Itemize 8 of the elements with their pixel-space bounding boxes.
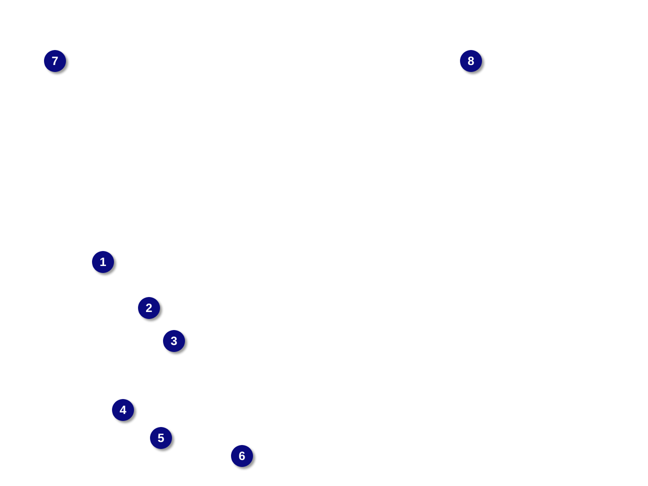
callout-number: 4 <box>112 399 134 421</box>
callout-number: 3 <box>163 330 185 352</box>
callout-number: 1 <box>92 251 114 273</box>
callout-number: 7 <box>44 50 66 72</box>
callout-number: 8 <box>460 50 482 72</box>
callout-number: 6 <box>231 445 253 467</box>
callout-number: 2 <box>138 297 160 319</box>
callout-number: 5 <box>150 427 172 449</box>
